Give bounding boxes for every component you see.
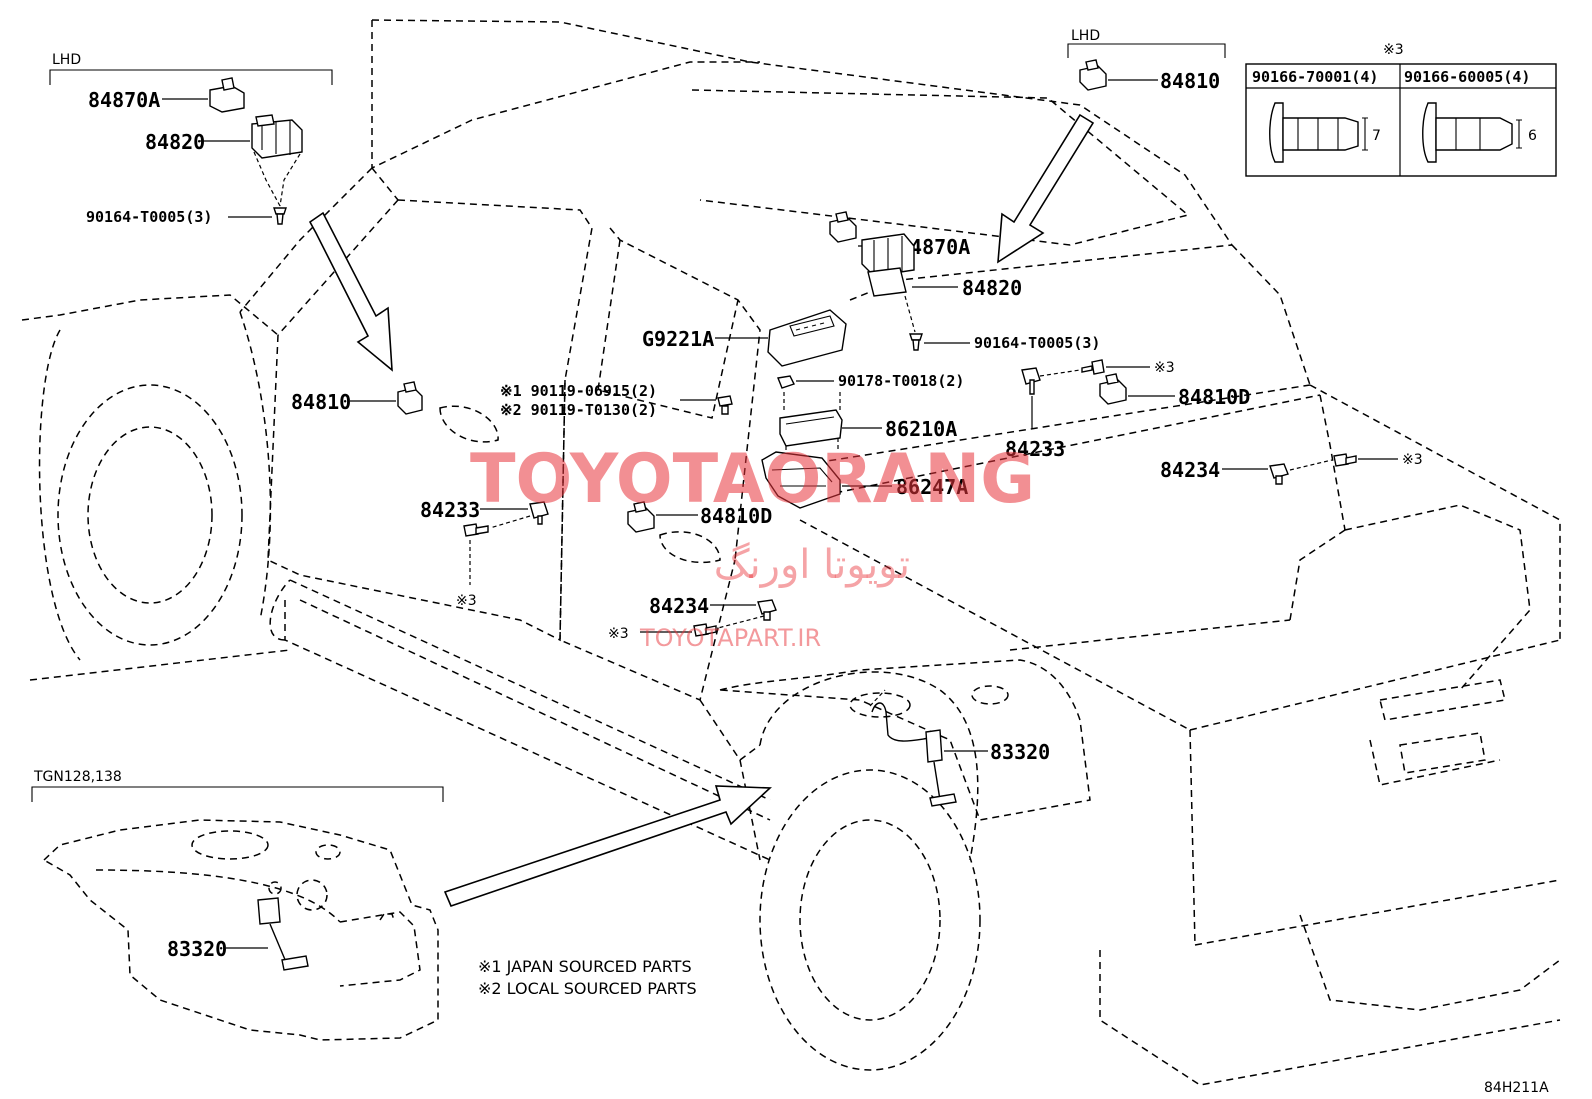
diagram-code: 84H211A bbox=[1484, 1080, 1549, 1096]
sensor-84234-right[interactable] bbox=[1269, 463, 1289, 485]
arrow-inset-to-tank bbox=[443, 785, 772, 907]
fastener-drawing-2: 6 bbox=[1422, 102, 1537, 163]
switch-84810-right[interactable] bbox=[1079, 59, 1107, 91]
note-japan-sourced: ※1 JAPAN SOURCED PARTS bbox=[478, 957, 692, 976]
label-84233-mid[interactable]: 84233 bbox=[420, 498, 480, 522]
sensor-84233-mid[interactable] bbox=[529, 501, 549, 525]
switch-84820-mid[interactable] bbox=[861, 233, 915, 297]
ref3-label-d: ※3 bbox=[1402, 452, 1423, 468]
lhd-left-label: LHD bbox=[52, 52, 81, 68]
label-84810-right[interactable]: 84810 bbox=[1160, 69, 1220, 93]
bolt-ref3-bed[interactable] bbox=[1333, 453, 1357, 467]
label-84820-left[interactable]: 84820 bbox=[145, 130, 205, 154]
ref3-label-b: ※3 bbox=[456, 593, 477, 609]
watermark-farsi: تویوتا اورنگ bbox=[714, 542, 910, 588]
label-83320-mid[interactable]: 83320 bbox=[990, 740, 1050, 764]
bed-parts: 84234 ※3 bbox=[1160, 452, 1423, 485]
label-90164-mid[interactable]: 90164-T0005(3) bbox=[974, 334, 1100, 352]
watermark: TOYOTAORANG تویوتا اورنگ TOYOTAPART.IR bbox=[470, 440, 1035, 652]
direction-arrows bbox=[308, 113, 1095, 907]
switch-84810-left[interactable] bbox=[397, 381, 423, 415]
notes: ※1 JAPAN SOURCED PARTS ※2 LOCAL SOURCED … bbox=[478, 957, 697, 998]
label-84234-mid[interactable]: 84234 bbox=[649, 594, 709, 618]
fastener-dim-1: 7 bbox=[1372, 128, 1381, 144]
lhd-left-group: LHD 84870A 84820 90164-T0005(3) bbox=[49, 52, 333, 226]
ref3-label-a: ※3 bbox=[1154, 360, 1175, 376]
fastener-table: ※3 90166-70001(4) 90166-60005(4) 7 6 bbox=[1245, 42, 1557, 177]
bolt-ref3-door[interactable] bbox=[463, 523, 489, 537]
unit-86210A[interactable] bbox=[779, 409, 843, 447]
switch-84870A-mid[interactable] bbox=[829, 211, 857, 243]
label-84233-right[interactable]: 84233 bbox=[1005, 437, 1065, 461]
screw-90164-left[interactable] bbox=[273, 207, 287, 225]
sensor-84233-right[interactable] bbox=[1021, 367, 1041, 395]
label-90119-2[interactable]: ※2 90119-T0130(2) bbox=[500, 401, 657, 419]
fuel-sender-main[interactable] bbox=[869, 689, 957, 807]
lhd-right-group: LHD 84810 bbox=[1067, 28, 1226, 93]
label-84234-right[interactable]: 84234 bbox=[1160, 458, 1220, 482]
table-ref-label: ※3 bbox=[1383, 42, 1404, 58]
nut-90178[interactable] bbox=[777, 375, 795, 389]
note-local-sourced: ※2 LOCAL SOURCED PARTS bbox=[478, 979, 697, 998]
ref3-label-c: ※3 bbox=[608, 626, 629, 642]
label-84810D-right[interactable]: 84810D bbox=[1178, 385, 1250, 409]
label-84810-left[interactable]: 84810 bbox=[291, 390, 351, 414]
arrow-right-to-bed bbox=[997, 113, 1095, 264]
fuel-tank-inset bbox=[42, 819, 439, 1041]
bolt-ref3-lower[interactable] bbox=[693, 623, 717, 637]
label-84870A-left[interactable]: 84870A bbox=[88, 88, 160, 112]
label-90119-1[interactable]: ※1 90119-06915(2) bbox=[500, 382, 657, 400]
sensor-84234-mid[interactable] bbox=[757, 599, 777, 621]
switch-84870A-left[interactable] bbox=[209, 77, 245, 113]
label-86247A[interactable]: 86247A bbox=[896, 475, 968, 499]
label-G9221A[interactable]: G9221A bbox=[642, 327, 714, 351]
tgn-label: TGN128,138 bbox=[33, 769, 122, 785]
vehicle-outline bbox=[21, 19, 1561, 1086]
screw-90164-mid[interactable] bbox=[909, 333, 923, 351]
label-84810D-mid[interactable]: 84810D bbox=[700, 504, 772, 528]
fastener-col2-label[interactable]: 90166-60005(4) bbox=[1404, 68, 1530, 86]
bracket-86247A[interactable] bbox=[761, 451, 841, 509]
watermark-main: TOYOTAORANG bbox=[470, 440, 1035, 519]
fastener-dim-2: 6 bbox=[1528, 128, 1537, 144]
arrow-left-to-door bbox=[308, 211, 393, 372]
bolt-ref3-top[interactable] bbox=[1081, 359, 1105, 375]
cab-parts: 84870A 84820 90164-T0005(3) ※3 8 bbox=[500, 211, 1250, 509]
fastener-drawing-1: 7 bbox=[1269, 102, 1381, 163]
watermark-url: TOYOTAPART.IR bbox=[639, 624, 821, 652]
label-86210A[interactable]: 86210A bbox=[885, 417, 957, 441]
switch-84810D-right[interactable] bbox=[1099, 373, 1127, 405]
fastener-col1-label[interactable]: 90166-70001(4) bbox=[1252, 68, 1378, 86]
label-84820-mid[interactable]: 84820 bbox=[962, 276, 1022, 300]
switch-84820-left[interactable] bbox=[251, 114, 303, 159]
door-parts: 84810 84233 ※3 84810D 84234 bbox=[291, 381, 777, 642]
label-90178[interactable]: 90178-T0018(2) bbox=[838, 372, 964, 390]
tgn-inset: TGN128,138 83320 bbox=[31, 769, 444, 1041]
label-90164-left[interactable]: 90164-T0005(3) bbox=[86, 208, 212, 226]
label-83320-inset[interactable]: 83320 bbox=[167, 937, 227, 961]
lhd-right-label: LHD bbox=[1071, 28, 1100, 44]
screw-90119[interactable] bbox=[717, 395, 733, 415]
switch-84810D-mid[interactable] bbox=[627, 501, 655, 533]
fuel-sender-inset[interactable] bbox=[257, 897, 309, 971]
module-G9221A[interactable] bbox=[767, 309, 847, 367]
